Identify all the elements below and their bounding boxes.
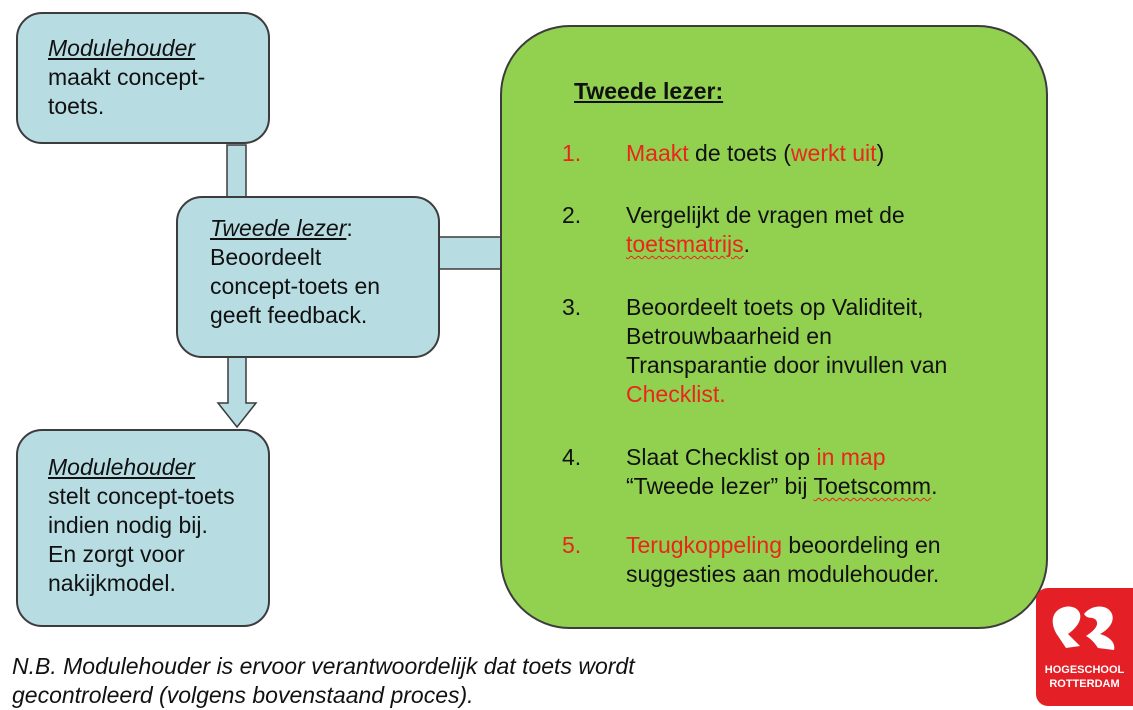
task-number: 1. bbox=[562, 140, 582, 166]
box-text-line: Beoordeelt bbox=[210, 244, 322, 270]
panel-title: Tweede lezer: bbox=[574, 78, 724, 104]
hogeschool-rotterdam-logo: HOGESCHOOL ROTTERDAM bbox=[1036, 588, 1133, 706]
task-text: Slaat Checklist op bbox=[626, 444, 817, 470]
task-text-highlight: Terugkoppeling bbox=[626, 532, 783, 558]
task-text: Betrouwbaarheid en bbox=[626, 323, 832, 349]
arrow-box1-to-box2 bbox=[226, 144, 247, 198]
task-text: suggesties aan modulehouder. bbox=[626, 561, 940, 587]
box-text-line: concept-toets en bbox=[210, 273, 381, 299]
task-number: 3. bbox=[562, 294, 582, 320]
footnote-line: N.B. Modulehouder is ervoor verantwoorde… bbox=[12, 653, 635, 679]
tweede-lezer-panel: Tweede lezer: 1. Maakt de toets (werkt u… bbox=[500, 25, 1048, 629]
step-box-tweede-lezer: Tweede lezer: Beoordeelt concept-toets e… bbox=[176, 196, 440, 358]
logo-mark-icon bbox=[1052, 606, 1115, 650]
role-label: Modulehouder bbox=[48, 35, 196, 61]
task-text-highlight: Checklist. bbox=[626, 381, 726, 407]
logo-text-line: HOGESCHOOL bbox=[1044, 664, 1125, 676]
task-text: Transparantie door invullen van bbox=[626, 352, 948, 378]
box-text-line: maakt concept- bbox=[48, 64, 206, 90]
task-text-highlight: in map bbox=[816, 444, 886, 470]
step-box-modulehouder-concept: Modulehouder maakt concept- toets. bbox=[16, 12, 270, 144]
box-text-line: geeft feedback. bbox=[210, 302, 368, 328]
task-text: . bbox=[743, 231, 750, 257]
task-text: Toetscomm bbox=[813, 473, 932, 499]
task-text: Beoordeelt toets op Validiteit, bbox=[626, 294, 924, 320]
footnote: N.B. Modulehouder is ervoor verantwoorde… bbox=[12, 652, 635, 710]
role-label: Modulehouder bbox=[48, 454, 196, 480]
box-text-line: indien nodig bij. bbox=[48, 512, 208, 538]
task-text-highlight: Maakt bbox=[626, 140, 689, 166]
logo-text-line: ROTTERDAM bbox=[1049, 678, 1120, 690]
arrow-box2-to-box3 bbox=[216, 356, 258, 429]
task-text: Vergelijkt de vragen met de bbox=[626, 202, 905, 228]
task-text: “Tweede lezer” bij bbox=[626, 473, 814, 499]
task-text: beoordeling en bbox=[782, 532, 941, 558]
task-number: 2. bbox=[562, 202, 582, 228]
task-number: 4. bbox=[562, 444, 582, 470]
task-text: . bbox=[931, 473, 938, 499]
box-text-line: toets. bbox=[48, 93, 105, 119]
task-number: 5. bbox=[562, 532, 582, 558]
box-text-line: nakijkmodel. bbox=[48, 570, 176, 596]
footnote-line: gecontroleerd (volgens bovenstaand proce… bbox=[12, 682, 474, 708]
task-text-highlight: toetsmatrijs bbox=[626, 231, 744, 257]
role-label: Tweede lezer bbox=[210, 215, 347, 241]
task-text: de toets ( bbox=[688, 140, 791, 166]
box-text-line: En zorgt voor bbox=[48, 541, 185, 567]
task-text-highlight: werkt uit bbox=[790, 140, 877, 166]
box-text-line: stelt concept-toets bbox=[48, 483, 235, 509]
step-box-modulehouder-final: Modulehouder stelt concept-toets indien … bbox=[16, 429, 270, 627]
task-text: ) bbox=[876, 140, 885, 166]
role-suffix: : bbox=[346, 215, 353, 241]
